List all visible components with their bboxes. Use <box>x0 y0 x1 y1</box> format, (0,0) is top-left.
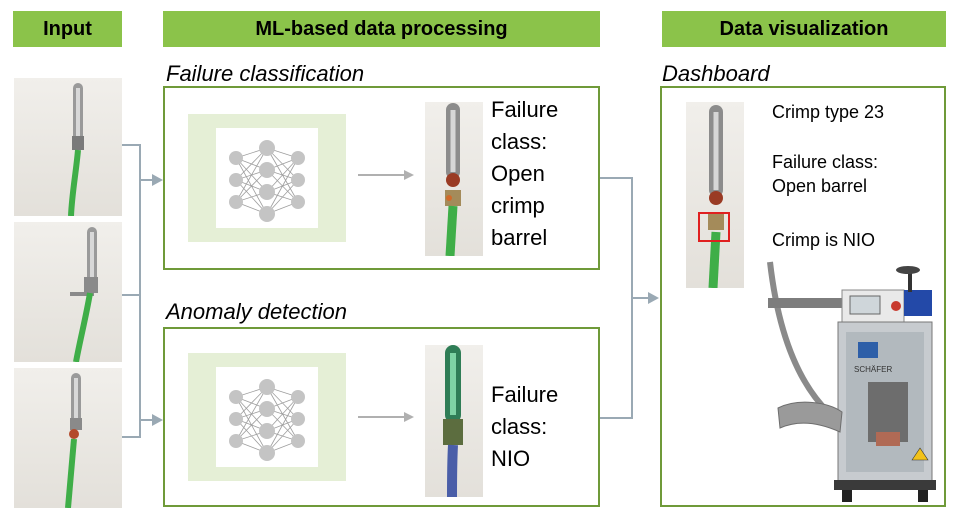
nn-frame <box>216 367 318 467</box>
result-line: NIO <box>491 446 531 471</box>
arrow-icon <box>358 412 414 422</box>
anomaly-result-text: Failure class: NIO <box>491 379 558 475</box>
dashboard-title: Dashboard <box>662 61 770 86</box>
failure-class-line: Open barrel <box>772 176 868 196</box>
failure-class-line: Failure class: <box>772 152 879 172</box>
dashboard-crimp-photo <box>686 102 744 288</box>
input-header: Input <box>13 11 122 47</box>
neural-network-icon <box>229 379 305 461</box>
neural-network-icon <box>229 140 305 222</box>
nn-frame <box>216 128 318 228</box>
arrow-head <box>152 174 163 186</box>
failure-classification-title: Failure classification <box>166 61 365 86</box>
arrow-head <box>152 414 163 426</box>
result-line: Open <box>491 161 545 186</box>
result-line: Failure <box>491 382 559 407</box>
dashboard-panel: Crimp type 23 Failure class: Open barrel… <box>660 86 946 507</box>
crimp-type-text: Crimp type 23 <box>772 102 885 122</box>
classification-result-text: Failure class: Open crimp barrel <box>491 94 558 254</box>
anomaly-crimp-photo <box>425 345 483 497</box>
result-line: crimp <box>491 193 545 218</box>
nn-background <box>188 114 346 242</box>
anomaly-detection-panel: Failure class: NIO <box>163 327 600 507</box>
classified-crimp-photo <box>425 102 483 256</box>
machine-brand-label: SCHÄFER <box>854 365 892 374</box>
crimping-machine-image: SCHÄFER <box>767 261 936 502</box>
anomaly-detection-title: Anomaly detection <box>166 299 347 324</box>
failure-classification-panel: Failure class: Open crimp barrel <box>163 86 600 270</box>
nn-background <box>188 353 346 481</box>
input-photo-3 <box>14 368 122 508</box>
result-line: class: <box>491 129 548 154</box>
crimp-status-text: Crimp is NIO <box>772 230 875 250</box>
visualization-header: Data visualization <box>662 11 946 47</box>
input-photo-1 <box>14 78 122 216</box>
result-line: Failure <box>491 97 559 122</box>
arrow-head <box>648 292 659 304</box>
result-line: barrel <box>491 225 548 250</box>
input-photo-2 <box>14 222 122 362</box>
arrow-icon <box>358 170 414 180</box>
defect-highlight-box <box>698 212 730 242</box>
result-line: class: <box>491 414 548 439</box>
processing-header: ML-based data processing <box>163 11 600 47</box>
failure-class-text: Failure class: Open barrel <box>772 150 878 198</box>
